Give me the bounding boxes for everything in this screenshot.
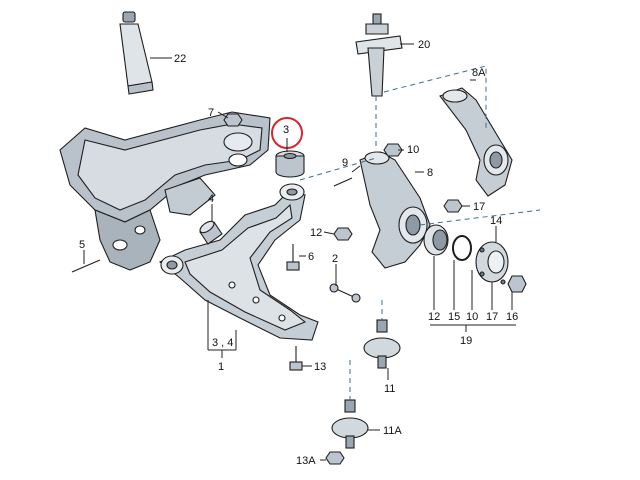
label-row-12: 12: [428, 311, 440, 323]
label-row-16: 16: [506, 311, 518, 323]
label-row-10: 10: [466, 311, 478, 323]
label-14: 14: [490, 215, 502, 227]
label-row-15: 15: [448, 311, 460, 323]
label-20: 20: [418, 39, 430, 51]
bolt-6: [286, 244, 300, 271]
steering-knuckle-8a: [439, 87, 513, 197]
label-11a: 11A: [383, 425, 402, 437]
label-13: 13: [314, 361, 326, 373]
label-5: 5: [79, 239, 85, 251]
label-4: 4: [208, 193, 214, 205]
ball-joint-11a: [331, 399, 369, 449]
label-13a: 13A: [296, 455, 316, 467]
bolt-9: [333, 177, 353, 187]
label-2: 2: [332, 253, 338, 265]
grease-tube: [119, 11, 154, 95]
link-2: [329, 283, 361, 303]
label-10: 10: [407, 144, 419, 156]
label-1: 1: [218, 361, 224, 373]
bolt-13: [289, 346, 303, 371]
label-3-4: 3 , 4: [212, 337, 233, 349]
label-11: 11: [384, 383, 395, 395]
control-arm: [158, 183, 319, 341]
label-8: 8: [427, 167, 433, 179]
label-3: 3: [283, 124, 289, 136]
callout-labels: 22 20 8A 7 3 10 9 8 4 17 14 5 12 6 2 3 ,…: [79, 39, 518, 467]
wheel-hub: [475, 241, 509, 285]
label-17-upper: 17: [473, 201, 485, 213]
bolt-5: [71, 259, 101, 273]
hub-nut: [507, 275, 527, 293]
label-9: 9: [342, 157, 348, 169]
ball-joint-11: [363, 319, 401, 369]
label-19: 19: [460, 335, 472, 347]
circlip: [452, 235, 472, 261]
wheel-bearing: [423, 224, 449, 256]
leader-lines: [83, 43, 516, 461]
label-row-17: 17: [486, 311, 498, 323]
assembly-guides: [299, 65, 541, 400]
label-12-upper: 12: [310, 227, 322, 239]
nut-10: [383, 143, 403, 157]
nut-17-upper: [443, 199, 463, 213]
label-7: 7: [208, 107, 214, 119]
subframe: [59, 111, 271, 271]
label-22: 22: [174, 53, 186, 65]
nut-13a: [325, 451, 345, 465]
label-8a: 8A: [472, 67, 486, 79]
steering-knuckle: [359, 151, 431, 269]
bush-4: [199, 220, 223, 245]
nut-7: [223, 113, 243, 127]
nut-12: [333, 227, 353, 241]
bush-3: [271, 117, 305, 178]
label-6: 6: [308, 251, 314, 263]
strut: [355, 13, 403, 97]
